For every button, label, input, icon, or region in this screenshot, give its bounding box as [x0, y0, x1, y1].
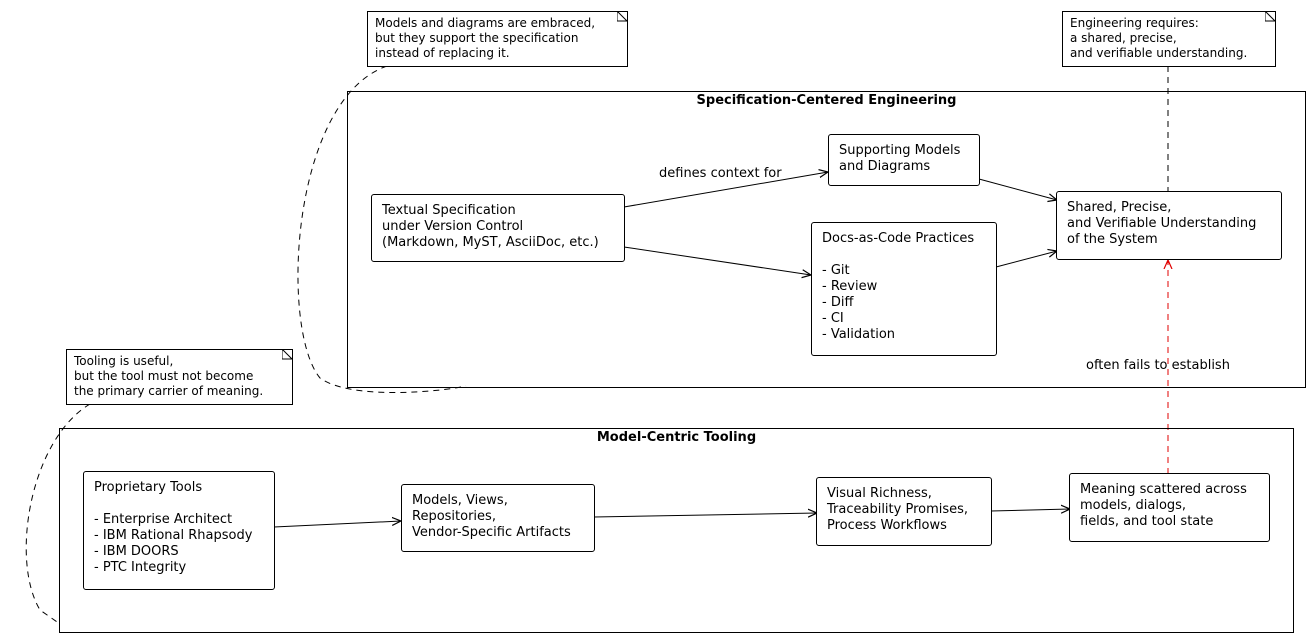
node-proprietary-tools: Proprietary Tools - Enterprise Architect… — [83, 471, 275, 590]
node-supporting-models: Supporting Models and Diagrams — [828, 134, 980, 186]
edge-label-defines-context: defines context for — [659, 166, 782, 181]
node-shared-understanding: Shared, Precise, and Verifiable Understa… — [1056, 191, 1282, 260]
note-fold-icon — [282, 349, 293, 360]
edge-models-to-shared — [978, 178, 1057, 200]
package-title: Model-Centric Tooling — [596, 430, 757, 445]
note-fold-icon — [1265, 11, 1276, 22]
edge-models-views-to-visual — [593, 513, 817, 517]
note-tooling-useful: Tooling is useful, but the tool must not… — [66, 349, 293, 405]
package-title: Specification-Centered Engineering — [696, 93, 957, 108]
package-model-centric-tooling: Model-Centric Tooling — [59, 428, 1294, 633]
edge-spec-to-docs — [623, 246, 811, 275]
node-visual-richness: Visual Richness, Traceability Promises, … — [816, 477, 992, 546]
edge-tools-to-models-views — [273, 521, 401, 528]
node-meaning-scattered: Meaning scattered across models, dialogs… — [1069, 473, 1270, 542]
note-models-embraced: Models and diagrams are embraced, but th… — [367, 11, 628, 67]
edge-visual-to-meaning — [990, 509, 1070, 511]
note-connector-models-embraced — [297, 65, 467, 393]
edge-spec-to-models — [623, 172, 828, 208]
note-engineering-requires: Engineering requires: a shared, precise,… — [1062, 11, 1276, 67]
package-specification-centered: Specification-Centered Engineering — [347, 91, 1306, 388]
edge-docs-to-shared — [995, 251, 1057, 268]
edge-label-often-fails: often fails to establish — [1086, 358, 1230, 373]
note-connector-tooling — [25, 403, 91, 625]
note-fold-icon — [617, 11, 628, 22]
node-models-views: Models, Views, Repositories, Vendor-Spec… — [401, 484, 595, 552]
node-textual-specification: Textual Specification under Version Cont… — [371, 194, 625, 262]
node-docs-as-code: Docs-as-Code Practices - Git - Review - … — [811, 222, 997, 356]
